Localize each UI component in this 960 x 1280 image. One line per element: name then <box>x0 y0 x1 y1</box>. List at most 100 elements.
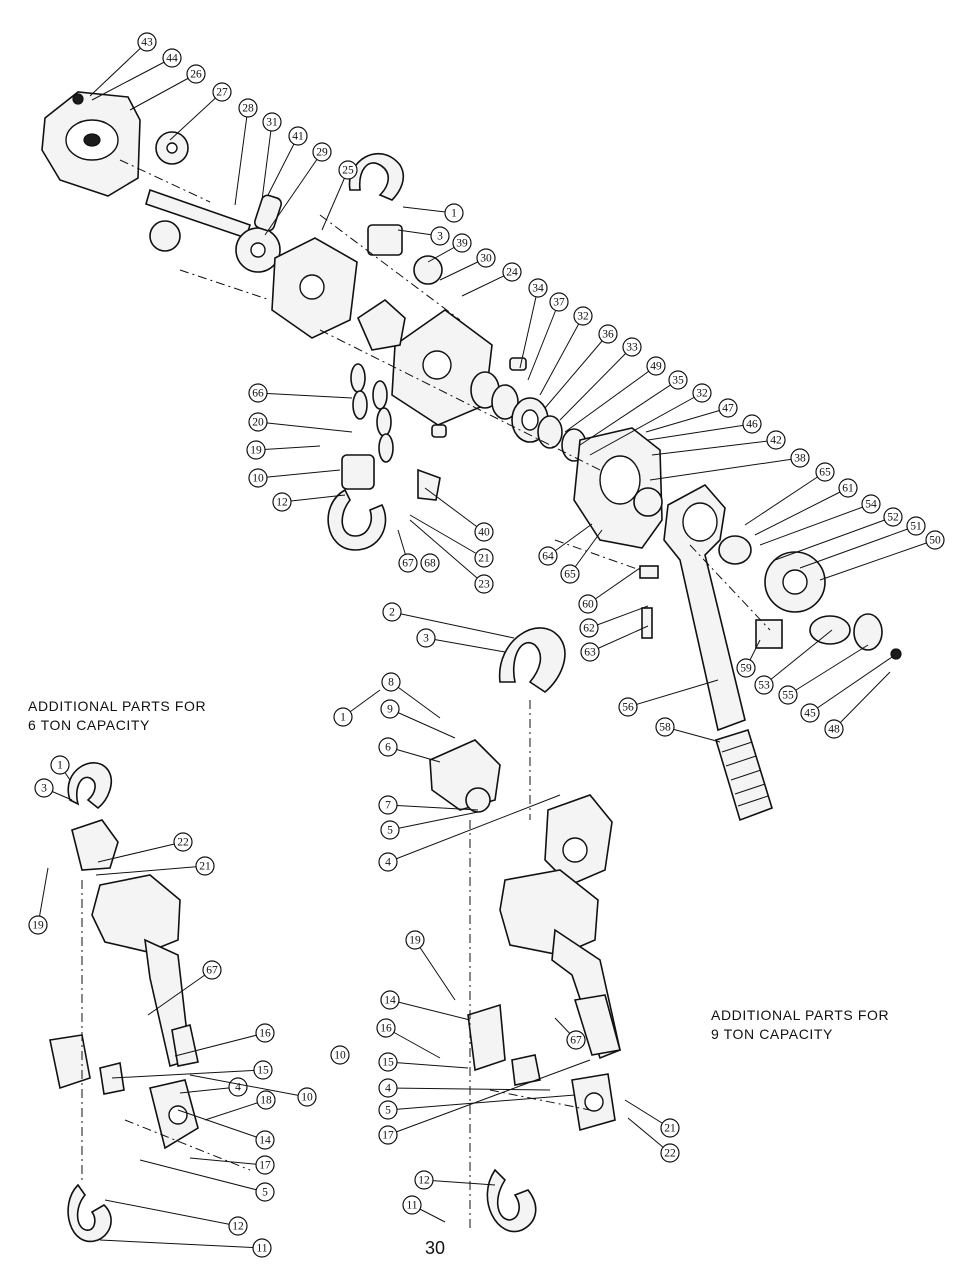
leader-line <box>425 637 506 653</box>
leader-line <box>321 169 349 231</box>
callout-9: 9 <box>380 699 456 739</box>
callout-number: 6 <box>385 742 391 754</box>
callout-number: 28 <box>242 103 254 115</box>
callout-number: 32 <box>577 311 589 323</box>
callout-17: 17 <box>189 1155 275 1175</box>
callout-number: 21 <box>664 1123 676 1135</box>
callout-4: 4 <box>378 1078 551 1098</box>
callout-68: 68 <box>420 553 440 573</box>
leader-line <box>754 487 849 536</box>
callout-number: 24 <box>506 267 518 279</box>
leader-line <box>387 1087 551 1091</box>
callout-53: 53 <box>754 629 833 695</box>
callout-62: 62 <box>579 605 649 638</box>
callout-number: 66 <box>252 388 264 400</box>
leader-line <box>257 392 353 399</box>
callout-number: 22 <box>177 837 189 849</box>
callout-15: 15 <box>111 1060 273 1080</box>
leader-line <box>189 1157 266 1166</box>
callout-number: 9 <box>387 704 393 716</box>
callout-layer: 4344262728314129251339302434373236334935… <box>28 32 945 1258</box>
leader-line <box>559 346 633 421</box>
callout-2: 2 <box>382 602 515 639</box>
callout-19: 19 <box>405 930 456 1001</box>
leader-line <box>387 1059 591 1136</box>
leader-line <box>264 151 323 236</box>
callout-number: 64 <box>542 551 554 563</box>
callout-number: 10 <box>301 1092 313 1104</box>
callout-number: 38 <box>794 453 806 465</box>
callout-number: 47 <box>722 403 734 415</box>
leader-line <box>387 794 561 863</box>
callout-number: 14 <box>259 1135 271 1147</box>
callout-16: 16 <box>376 1018 441 1059</box>
callout-24: 24 <box>461 262 522 297</box>
callout-17: 17 <box>378 1059 591 1145</box>
callout-number: 63 <box>584 647 596 659</box>
callout-number: 12 <box>232 1221 244 1233</box>
callout-number: 43 <box>141 37 153 49</box>
leader-line <box>204 1099 267 1121</box>
leader-line <box>111 1069 264 1079</box>
callout-number: 4 <box>385 857 391 869</box>
callout-22: 22 <box>97 832 193 863</box>
callout-7: 7 <box>378 795 479 815</box>
leader-line <box>97 841 184 863</box>
callout-28: 28 <box>234 98 258 206</box>
callout-number: 11 <box>256 1243 267 1255</box>
callout-51: 51 <box>799 516 926 569</box>
callout-number: 12 <box>276 497 288 509</box>
callout-number: 18 <box>260 1095 272 1107</box>
callout-number: 58 <box>659 722 671 734</box>
callout-29: 29 <box>264 142 332 236</box>
callout-number: 67 <box>570 1035 582 1047</box>
callout-number: 2 <box>389 607 395 619</box>
leader-line <box>649 457 801 481</box>
callout-number: 34 <box>532 283 544 295</box>
callout-66: 66 <box>248 383 353 403</box>
callout-number: 30 <box>480 253 492 265</box>
callout-number: 26 <box>190 69 202 81</box>
page-number: 30 <box>425 1238 446 1258</box>
callout-8: 8 <box>381 672 441 719</box>
callout-number: 60 <box>582 599 594 611</box>
callout-11: 11 <box>99 1238 272 1258</box>
callout-number: 12 <box>418 1175 430 1187</box>
nine-ton-assembly <box>429 627 622 1233</box>
callout-26: 26 <box>129 64 206 111</box>
callout-number: 19 <box>250 445 262 457</box>
leader-line <box>387 804 479 811</box>
callout-number: 32 <box>696 388 708 400</box>
callout-4: 4 <box>378 794 561 872</box>
callout-32: 32 <box>589 383 712 456</box>
leader-line <box>519 287 539 369</box>
callout-number: 51 <box>910 521 922 533</box>
callout-number: 17 <box>259 1160 271 1172</box>
leader-line <box>255 445 321 451</box>
leader-line <box>104 1199 239 1227</box>
nine-ton-label: ADDITIONAL PARTS FOR 9 TON CAPACITY <box>711 1006 951 1044</box>
callout-number: 31 <box>266 117 278 129</box>
callout-number: 16 <box>259 1028 271 1040</box>
leader-line <box>267 135 299 196</box>
leader-line <box>424 487 485 533</box>
leader-line <box>387 1094 576 1111</box>
callout-5: 5 <box>380 811 479 840</box>
callout-36: 36 <box>544 324 618 409</box>
callout-number: 14 <box>384 995 396 1007</box>
leader-line <box>579 379 679 446</box>
leader-line <box>423 1179 496 1186</box>
callout-5: 5 <box>378 1094 576 1120</box>
callout-20: 20 <box>248 412 353 433</box>
leader-line <box>799 525 917 569</box>
callout-1: 1 <box>50 755 71 781</box>
callout-number: 3 <box>437 231 443 243</box>
callout-47: 47 <box>645 398 738 433</box>
callout-61: 61 <box>754 478 858 536</box>
callout-number: 15 <box>257 1065 269 1077</box>
callout-12: 12 <box>414 1170 496 1190</box>
leader-line <box>234 107 249 206</box>
callout-65: 65 <box>744 462 835 526</box>
